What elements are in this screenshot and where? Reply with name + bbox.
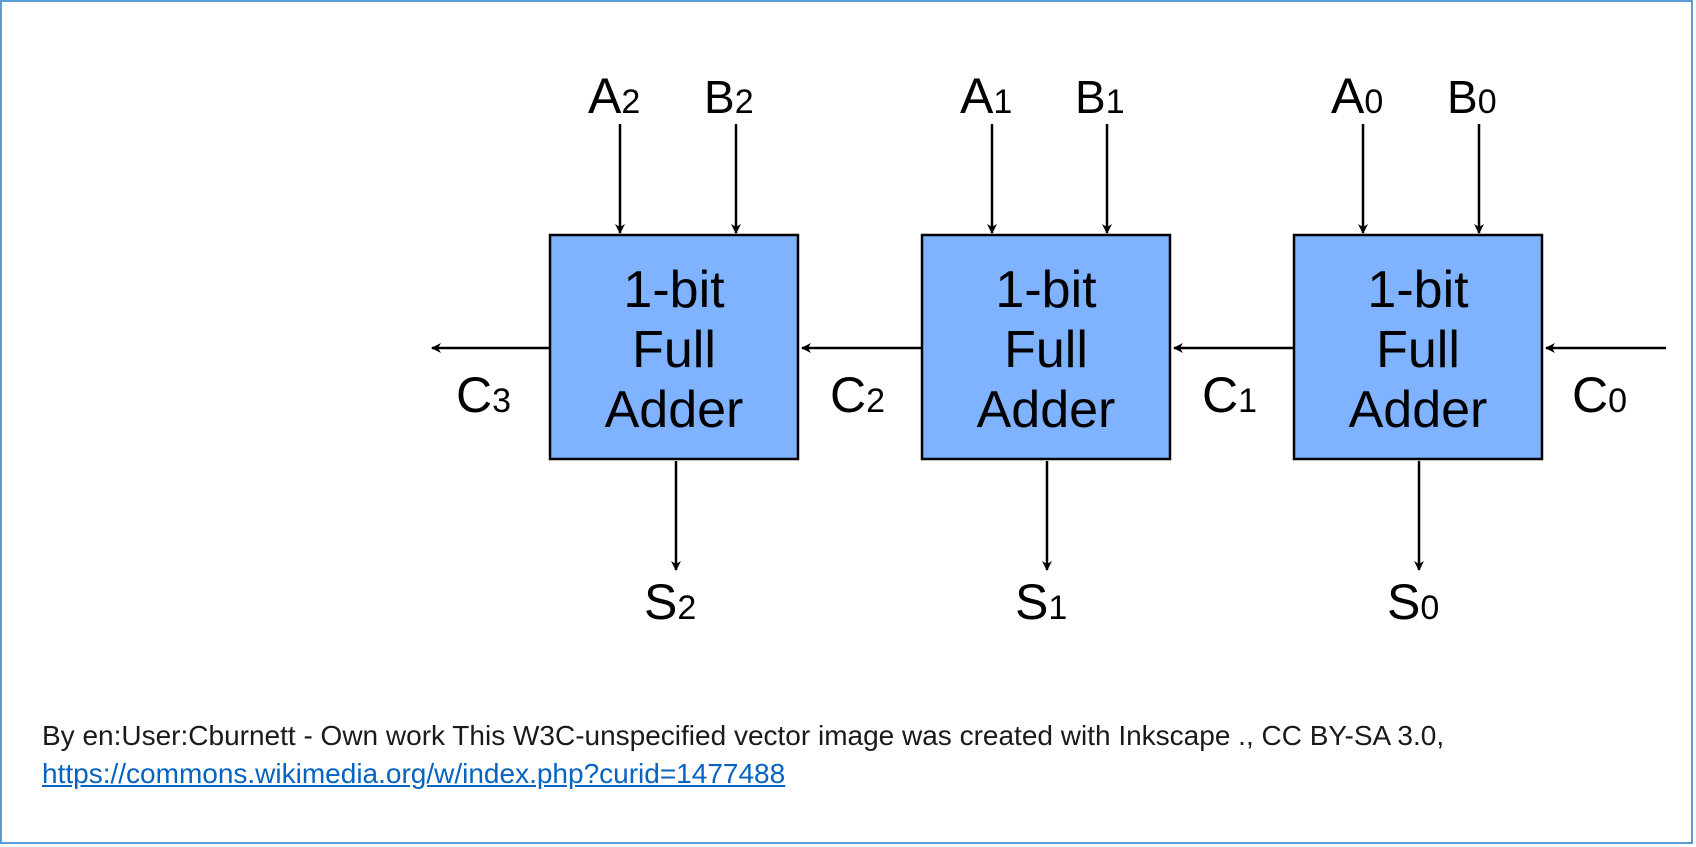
input-labels: A2 B2 A1 B1 A0 B0 — [588, 68, 1497, 124]
adder-box — [920, 233, 1172, 461]
adder-label-line1: 1-bit — [1367, 261, 1469, 319]
label-a2: A2 — [588, 68, 640, 124]
input-arrows — [615, 124, 1484, 234]
adder-label-line3: Adder — [977, 381, 1116, 439]
label-b2: B2 — [704, 71, 754, 123]
label-c3: C3 — [456, 367, 511, 423]
adder-block-2: 1-bit Full Adder — [548, 233, 800, 461]
adder-box — [1292, 233, 1544, 461]
adder-label-line2: Full — [1004, 321, 1088, 379]
adder-label-line2: Full — [1376, 321, 1460, 379]
adder-block-0: 1-bit Full Adder — [1292, 233, 1544, 461]
label-a0: A0 — [1331, 68, 1383, 124]
adder-label-line1: 1-bit — [623, 261, 725, 319]
adder-label-line3: Adder — [605, 381, 744, 439]
sum-arrows — [671, 461, 1424, 571]
label-s1: S1 — [1015, 574, 1067, 630]
adder-label-line1: 1-bit — [995, 261, 1097, 319]
label-b0: B0 — [1447, 71, 1497, 123]
label-s0: S0 — [1387, 574, 1439, 630]
attribution-text: By en:User:Cburnett - Own work This W3C-… — [42, 720, 1445, 751]
adder-box — [548, 233, 800, 461]
adder-label-line3: Adder — [1349, 381, 1488, 439]
label-c2: C2 — [830, 367, 885, 423]
adder-block-1: 1-bit Full Adder — [920, 233, 1172, 461]
attribution-caption: By en:User:Cburnett - Own work This W3C-… — [42, 717, 1622, 793]
label-c1: C1 — [1202, 367, 1257, 423]
label-a1: A1 — [960, 68, 1012, 124]
sum-labels: S2 S1 S0 — [644, 574, 1439, 630]
label-s2: S2 — [644, 574, 696, 630]
label-c0: C0 — [1572, 367, 1627, 423]
label-b1: B1 — [1075, 71, 1125, 123]
source-link[interactable]: https://commons.wikimedia.org/w/index.ph… — [42, 758, 786, 789]
adder-label-line2: Full — [632, 321, 716, 379]
carry-labels: C3 C2 C1 C0 — [456, 367, 1627, 423]
